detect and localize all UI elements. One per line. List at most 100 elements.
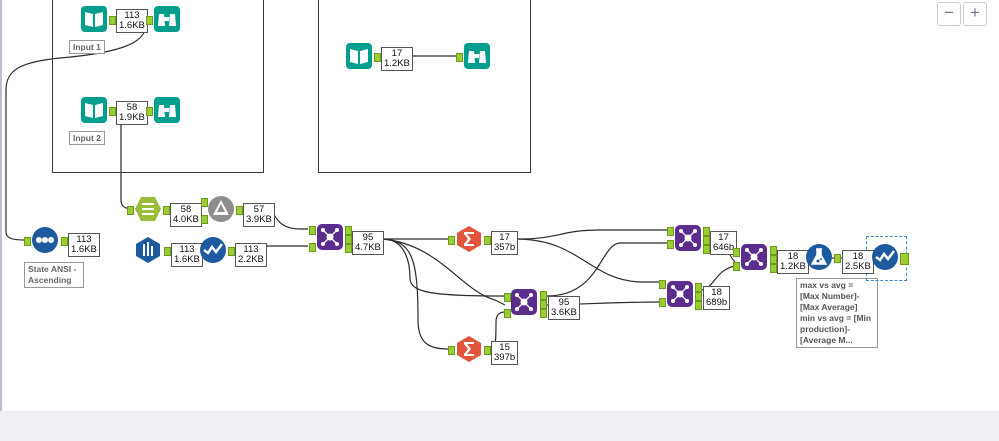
output-anchor[interactable] (345, 235, 352, 244)
multi-row-formula-icon (136, 237, 160, 263)
summarize-tool-2[interactable] (455, 335, 483, 363)
book-input-icon (346, 43, 372, 69)
browse-tool-3[interactable] (463, 42, 491, 70)
sort-tool[interactable] (31, 226, 59, 254)
binoculars-browse-icon (154, 6, 180, 32)
tool-label-sort: State ANSI - Ascending (24, 262, 84, 288)
left-anchor[interactable] (659, 280, 666, 289)
output-anchor[interactable] (228, 247, 235, 256)
output-anchor[interactable] (770, 246, 777, 255)
join-tool-4[interactable] (666, 280, 694, 308)
output-anchor[interactable] (834, 254, 841, 263)
output-anchor[interactable] (900, 253, 909, 265)
filter-tool-icon (208, 196, 234, 222)
data-cleanse-icon (200, 237, 226, 263)
input-data-tool-2[interactable] (80, 96, 108, 124)
input-data-tool-3[interactable] (345, 42, 373, 70)
output-anchor[interactable] (163, 206, 170, 215)
tool-container-right[interactable] (318, 0, 531, 173)
join-tool-3[interactable] (674, 224, 702, 252)
browse-tool-1[interactable] (153, 5, 181, 33)
input-anchor[interactable] (146, 16, 153, 25)
output-anchor[interactable] (770, 264, 777, 273)
canvas-bottom-strip (0, 411, 999, 441)
zoom-out-button[interactable]: − (937, 2, 961, 26)
output-anchor[interactable] (695, 292, 702, 301)
select-tool-icon (135, 197, 161, 221)
output-anchor[interactable] (703, 236, 710, 245)
output-anchor[interactable] (540, 300, 547, 309)
summarize-sigma-icon (457, 226, 481, 252)
left-anchor[interactable] (309, 226, 316, 235)
right-anchor[interactable] (659, 298, 666, 307)
output-anchor[interactable] (484, 236, 491, 245)
zoom-in-button[interactable]: + (963, 2, 987, 26)
input-anchor[interactable] (146, 107, 153, 116)
right-anchor[interactable] (309, 243, 316, 252)
left-anchor[interactable] (504, 293, 511, 302)
connection-input1-sort (5, 20, 147, 241)
summarize-sigma-icon (457, 336, 481, 362)
connection-joinmid-jointop (546, 242, 667, 297)
left-anchor[interactable] (667, 227, 674, 236)
browse-tool-2[interactable] (153, 96, 181, 124)
output-anchor[interactable] (109, 107, 116, 116)
input-anchor[interactable] (456, 53, 463, 62)
right-anchor[interactable] (733, 262, 740, 271)
input-data-tool-1[interactable] (80, 5, 108, 33)
select-tool[interactable] (134, 195, 162, 223)
tool-container-left[interactable] (52, 0, 264, 173)
output-anchor[interactable] (164, 247, 171, 256)
output-anchor[interactable] (695, 283, 702, 292)
connection-sum1-jointop (517, 229, 667, 240)
join-tool-icon (675, 225, 701, 251)
output-anchor[interactable] (484, 346, 491, 355)
output-anchor[interactable] (770, 255, 777, 264)
false-anchor[interactable] (201, 215, 208, 224)
data-cleanse-tool-2[interactable] (871, 243, 899, 271)
output-anchor[interactable] (703, 227, 710, 236)
join-tool-5[interactable] (740, 243, 768, 271)
connection-filter-join1 (272, 212, 308, 230)
tool-label-input-1: Input 1 (69, 40, 105, 54)
input-anchor[interactable] (448, 236, 455, 245)
right-anchor[interactable] (667, 240, 674, 249)
join-tool-2[interactable] (510, 288, 538, 316)
true-anchor[interactable] (201, 198, 208, 207)
output-anchor[interactable] (61, 237, 68, 246)
filter-tool[interactable] (207, 195, 235, 223)
output-anchor[interactable] (540, 309, 547, 318)
output-anchor[interactable] (374, 53, 381, 62)
output-anchor[interactable] (703, 245, 710, 254)
input-anchor[interactable] (24, 237, 31, 246)
output-anchor[interactable] (236, 206, 243, 215)
formula-tool[interactable] (805, 243, 833, 271)
join-tool-1[interactable] (316, 223, 344, 251)
summarize-tool-1[interactable] (455, 225, 483, 253)
output-anchor[interactable] (695, 301, 702, 310)
multi-row-formula-tool[interactable] (134, 236, 162, 264)
output-anchor[interactable] (109, 16, 116, 25)
input-anchor[interactable] (448, 346, 455, 355)
tool-label-formula: max vs avg = [Max Number]-[Max Average] … (796, 278, 878, 348)
output-anchor[interactable] (345, 244, 352, 253)
connection-join1-sum2 (382, 238, 449, 350)
output-anchor[interactable] (345, 226, 352, 235)
right-anchor[interactable] (504, 309, 511, 318)
data-cleanse-tool[interactable] (199, 236, 227, 264)
output-anchor[interactable] (540, 291, 547, 300)
formula-flask-icon (806, 244, 832, 270)
binoculars-browse-icon (154, 97, 180, 123)
left-anchor[interactable] (733, 248, 740, 257)
tool-label-input-2: Input 2 (69, 131, 105, 145)
input-anchor[interactable] (127, 206, 134, 215)
